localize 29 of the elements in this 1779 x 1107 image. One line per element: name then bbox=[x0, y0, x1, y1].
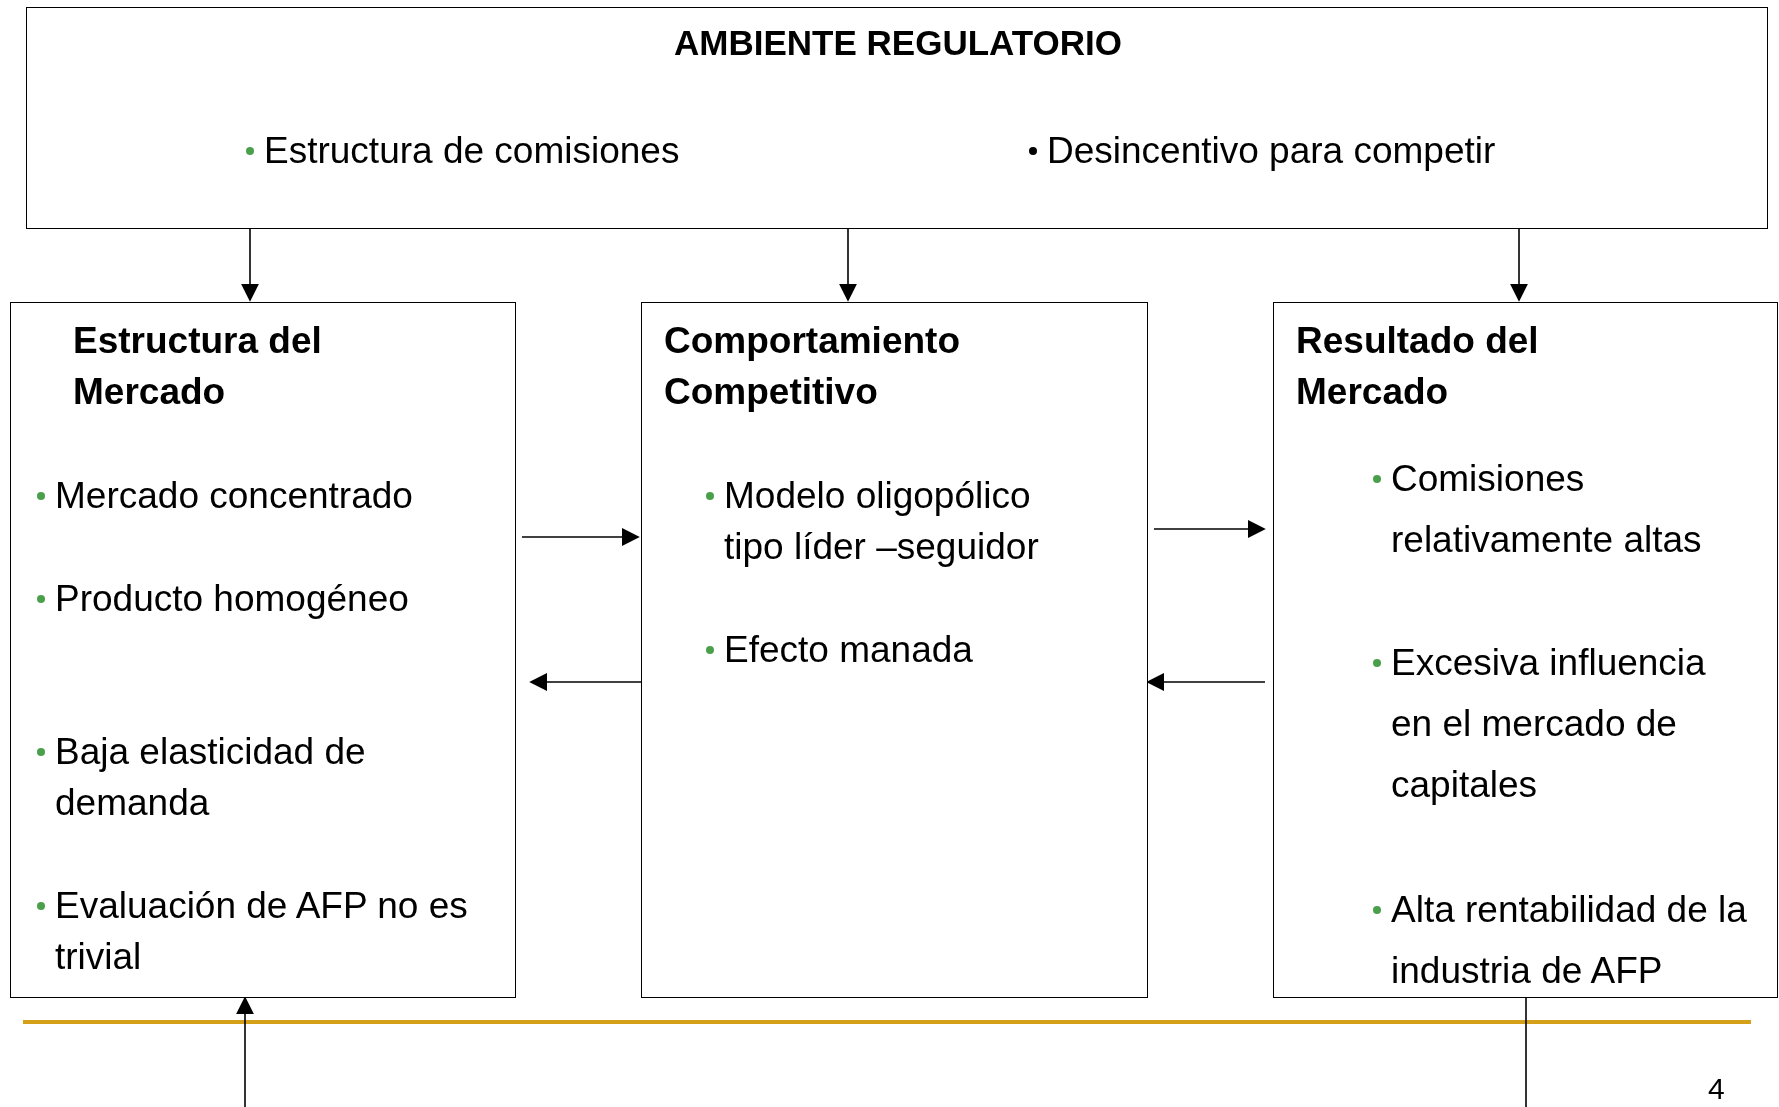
arrow bbox=[1510, 228, 1528, 302]
text-box bbox=[641, 302, 1148, 998]
text-box bbox=[26, 7, 1768, 229]
bullet-text: Modelo oligopólico tipo líder –seguidor bbox=[724, 474, 1040, 569]
title-heading: AMBIENTE REGULATORIO bbox=[673, 23, 1123, 63]
bullet-text: Efecto manada bbox=[724, 628, 974, 672]
bullet-text: Comisiones relativamente altas bbox=[1391, 457, 1703, 562]
arrow bbox=[1146, 673, 1266, 691]
arrow bbox=[236, 996, 254, 1107]
bullet-text: Producto homogéneo bbox=[55, 577, 410, 621]
bullet-text: Estructura de comisiones bbox=[264, 129, 681, 173]
arrow bbox=[839, 228, 857, 302]
box-heading: Estructura del Mercado bbox=[73, 319, 323, 414]
arrow bbox=[1153, 520, 1266, 538]
connector-line bbox=[1525, 997, 1527, 1107]
text-box bbox=[1273, 302, 1778, 998]
bullet-text: Excesiva influencia en el mercado de capitales bbox=[1391, 641, 1707, 807]
bullet-text: Baja elasticidad de demanda bbox=[55, 730, 367, 825]
arrow bbox=[521, 528, 640, 546]
bullet-text: Desincentivo para competir bbox=[1047, 129, 1497, 173]
box-heading: Resultado del Mercado bbox=[1296, 319, 1540, 414]
bullet-text: Alta rentabilidad de la industria de AFP bbox=[1391, 888, 1748, 993]
page-number: 4 bbox=[1708, 1072, 1725, 1106]
text-box bbox=[10, 302, 516, 998]
bullet-text: Evaluación de AFP no es trivial bbox=[55, 884, 469, 979]
arrow bbox=[529, 673, 642, 691]
bullet-text: Mercado concentrado bbox=[55, 474, 414, 518]
arrow bbox=[241, 228, 259, 302]
box-heading: Comportamiento Competitivo bbox=[664, 319, 961, 414]
